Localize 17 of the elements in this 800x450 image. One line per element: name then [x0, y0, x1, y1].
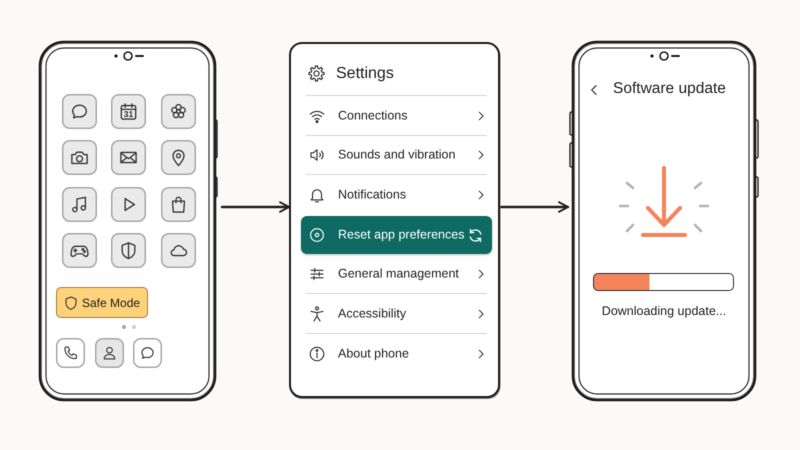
screen-title: Software update [613, 80, 726, 99]
menu-label: Sounds and vibration [338, 148, 456, 162]
date-number: 31 [122, 110, 134, 118]
menu-label: Reset app preferences [338, 228, 464, 242]
arrow [498, 201, 570, 213]
menu-label: General management [338, 266, 459, 282]
screen-title: Settings [336, 64, 394, 84]
settings-panel [289, 42, 500, 398]
safe-mode-button: Safe Mode [56, 287, 148, 318]
selected-settings-row [301, 216, 492, 254]
menu-label: About phone [338, 346, 409, 362]
status-text: Downloading update... [602, 304, 726, 319]
arrow [220, 201, 290, 213]
menu-label: Connections [338, 108, 408, 123]
menu-label: Accessibility [338, 306, 406, 321]
menu-label: Notifications [338, 187, 406, 202]
settings-row [306, 95, 487, 136]
